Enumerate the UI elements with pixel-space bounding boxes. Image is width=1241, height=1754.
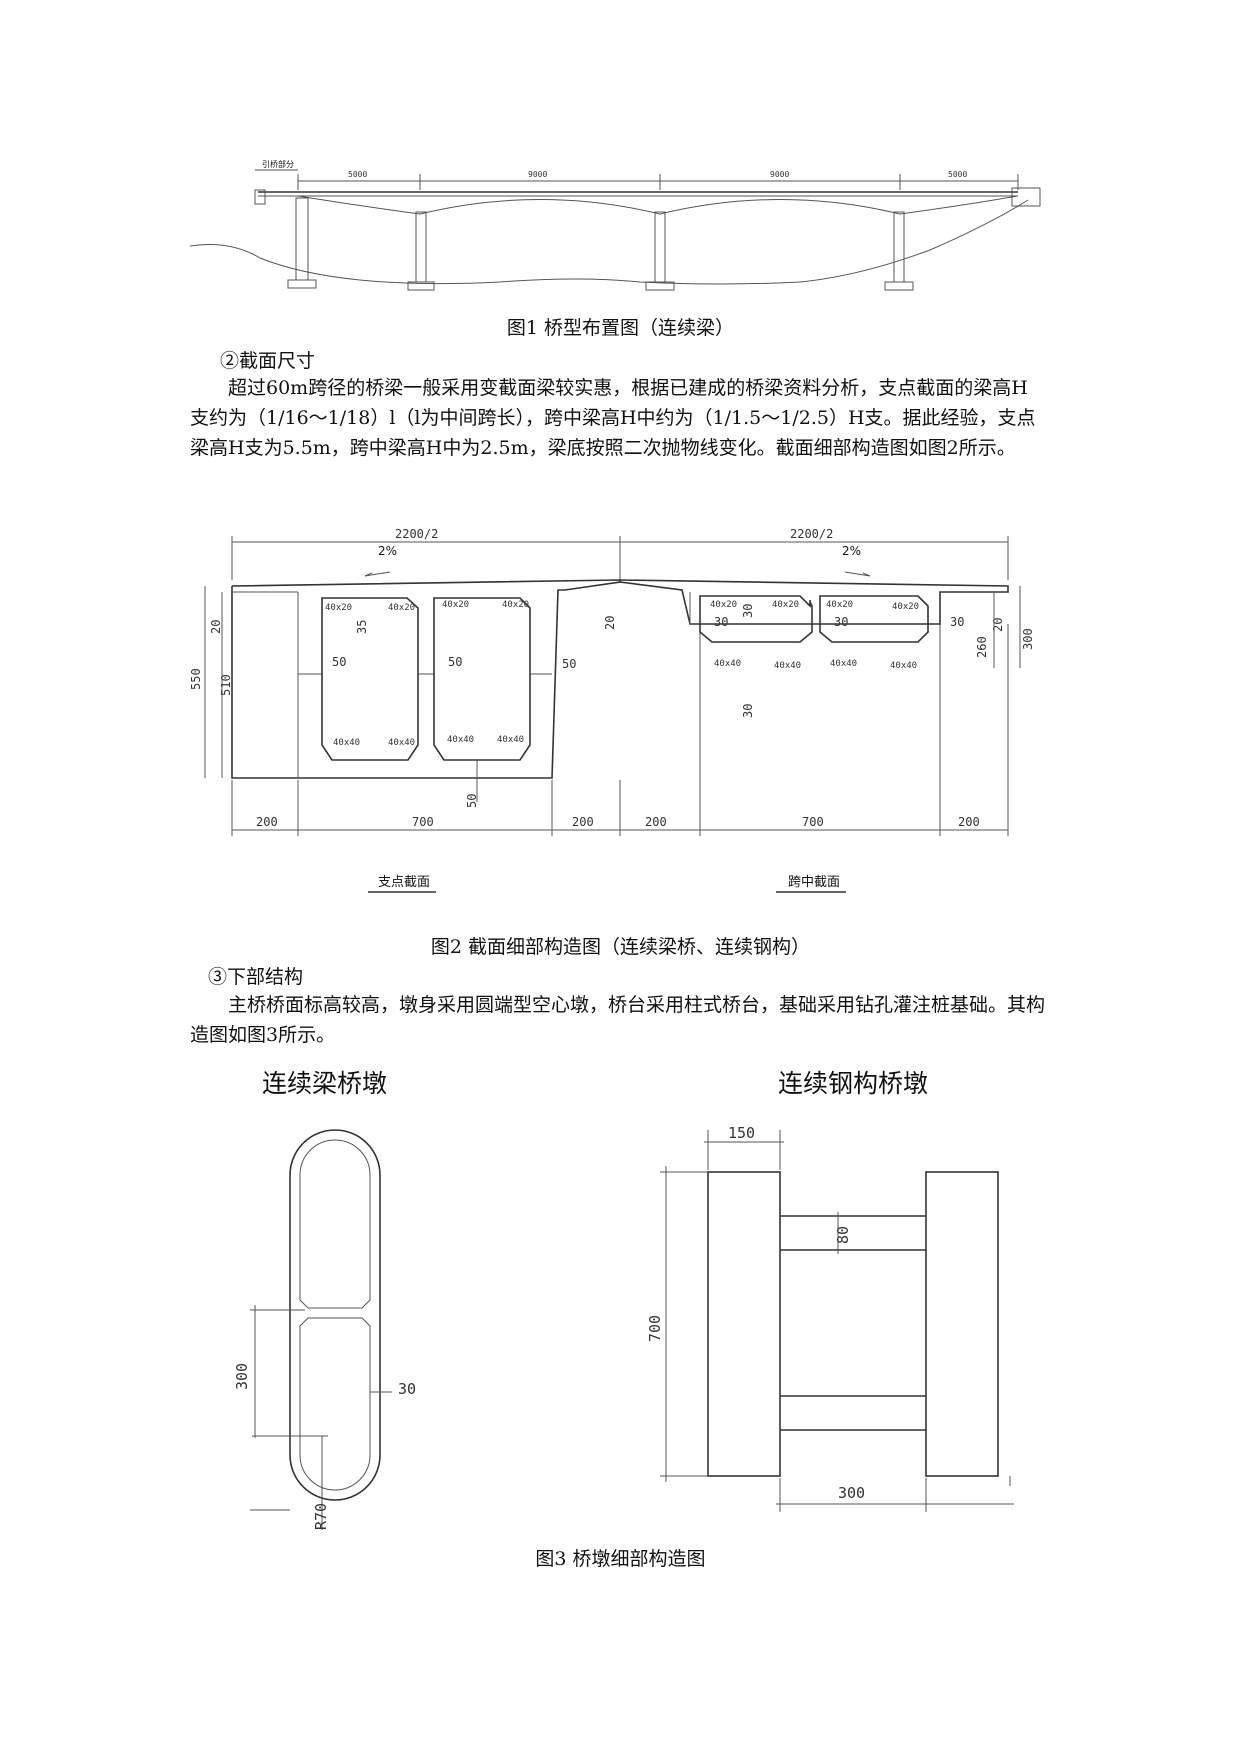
round-pier-height: 300 [233, 1363, 251, 1390]
right-20: 20 [991, 618, 1005, 632]
approach-label: 引桥部分 [262, 159, 294, 169]
span-4-label: 5000 [948, 170, 967, 179]
pier [884, 211, 914, 291]
section-2-heading: ②截面尺寸 [220, 350, 316, 372]
pier-detail-figure: 300 30 R70 150 80 700 300 [233, 1124, 1014, 1530]
bottom-200: 200 [572, 815, 594, 829]
continuous-girder-pier-title: 连续梁桥墩 [262, 1069, 388, 1098]
round-hollow-pier-drawing [289, 1129, 381, 1501]
right-bottom-30: 30 [741, 704, 755, 718]
web-thickness: 50 [562, 657, 576, 671]
round-pier-thickness: 30 [398, 1380, 416, 1398]
chamfer-bottom: 40x40 [774, 661, 801, 671]
bottom-200: 200 [256, 815, 278, 829]
web-thickness: 50 [332, 655, 346, 669]
span-1-label: 5000 [348, 170, 367, 179]
chamfer-bottom: 40x40 [447, 735, 474, 745]
bottom-200: 200 [958, 815, 980, 829]
cross-section-figure: 2200/2 2200/2 2% 2% 40x20 40x20 40x20 40… [189, 527, 1035, 893]
web-thickness: 50 [448, 655, 462, 669]
slope-right: 2% [842, 544, 861, 558]
section-2-paragraph: 超过60m跨径的桥梁一般采用变截面梁较实惠，根据已建成的桥梁资料分析，支点截面的… [190, 377, 1036, 459]
section-3-paragraph: 主桥桥面标高较高，墩身采用圆端型空心墩，桥台采用柱式桥台，基础采用钻孔灌注桩基础… [190, 994, 1046, 1046]
section-3-heading: ③下部结构 [208, 966, 304, 988]
flange-35: 35 [355, 620, 369, 634]
girder-soffit [297, 195, 1019, 215]
pier-spacing: 300 [838, 1484, 865, 1502]
chamfer-bottom: 40x40 [388, 738, 415, 748]
tie-beam-height: 80 [834, 1226, 852, 1244]
right-web-30: 30 [714, 615, 728, 629]
chamfer-bottom: 40x40 [333, 738, 360, 748]
chamfer-bottom: 40x40 [714, 659, 741, 669]
chamfer-bottom: 40x40 [830, 659, 857, 669]
center-20: 20 [603, 616, 617, 630]
top-flange: 20 [209, 620, 223, 634]
right-260: 260 [975, 636, 989, 658]
chamfer-top: 40x20 [892, 602, 919, 612]
right-flange-30: 30 [741, 604, 755, 618]
support-section-drawing [231, 579, 621, 779]
chamfer-top: 40x20 [502, 600, 529, 610]
bottom-700: 700 [802, 815, 824, 829]
figure-2-caption: 图2 截面细部构造图（连续梁桥、连续钢构） [430, 936, 811, 958]
column-width: 150 [728, 1124, 755, 1142]
pier [287, 197, 317, 289]
chamfer-bottom: 40x40 [497, 735, 524, 745]
pier [407, 211, 435, 291]
span-2-label: 9000 [528, 170, 547, 179]
midspan-section-label: 跨中截面 [788, 875, 840, 890]
chamfer-top: 40x20 [388, 603, 415, 613]
left-height: 550 [189, 668, 203, 690]
bridge-layout-figure: 引桥部分 5000 9000 9000 5000 [189, 159, 1041, 291]
terrain-line [189, 199, 1029, 285]
round-pier-radius: R70 [312, 1503, 330, 1530]
pier-height: 700 [646, 1315, 664, 1342]
double-column-pier-drawing [707, 1171, 999, 1477]
midspan-section-drawing [619, 579, 1009, 643]
continuous-rigid-pier-title: 连续钢构桥墩 [778, 1069, 929, 1098]
pier [645, 211, 675, 291]
chamfer-bottom: 40x40 [890, 661, 917, 671]
chamfer-top: 40x20 [772, 600, 799, 610]
bottom-700: 700 [412, 815, 434, 829]
half-width-left: 2200/2 [395, 527, 438, 541]
half-width-right: 2200/2 [790, 527, 833, 541]
support-section-label: 支点截面 [378, 875, 430, 890]
figure-1-caption: 图1 桥型布置图（连续梁） [506, 317, 735, 339]
span-3-label: 9000 [770, 170, 789, 179]
chamfer-top: 40x20 [325, 603, 352, 613]
right-300: 300 [1021, 628, 1035, 650]
bottom-200: 200 [645, 815, 667, 829]
bottom-slab-50: 50 [465, 794, 479, 808]
left-web-height: 510 [219, 674, 233, 696]
chamfer-top: 40x20 [826, 600, 853, 610]
chamfer-top: 40x20 [710, 600, 737, 610]
slope-left: 2% [378, 544, 397, 558]
right-web-30: 30 [834, 615, 848, 629]
right-web-30: 30 [950, 615, 964, 629]
figure-3-caption: 图3 桥墩细部构造图 [535, 1548, 706, 1570]
chamfer-top: 40x20 [442, 600, 469, 610]
